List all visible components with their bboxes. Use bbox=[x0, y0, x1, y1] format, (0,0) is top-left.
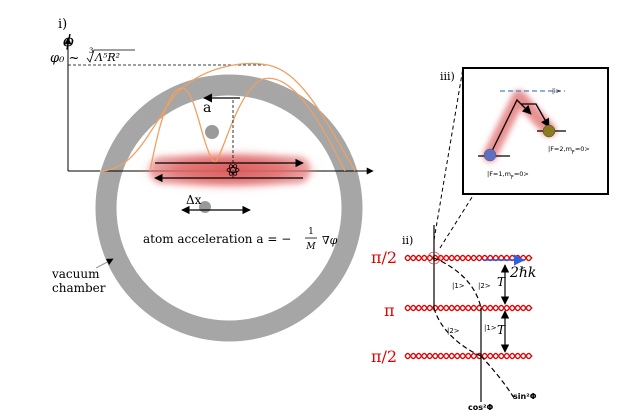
zoom-line-right bbox=[439, 193, 475, 249]
pulse-beam-middle bbox=[404, 304, 533, 312]
state-label-2-upper: |2> bbox=[478, 282, 491, 290]
fraction-denominator: M bbox=[305, 242, 316, 252]
trajectory-arm-2-lower bbox=[433, 307, 482, 357]
vacuum-chamber-label-line2: chamber bbox=[52, 281, 106, 295]
phi-axis-label: ϕ bbox=[63, 31, 74, 50]
potential-curve-inner bbox=[149, 77, 346, 172]
phi0-expression: Λ⁵R² bbox=[94, 51, 120, 64]
output-label-cos: cos²Φ bbox=[468, 403, 494, 412]
time-label-lower: T bbox=[497, 323, 506, 337]
beamsplitter-marker bbox=[427, 251, 441, 265]
atom-in-f2 bbox=[542, 124, 556, 138]
fraction-numerator: 1 bbox=[308, 227, 314, 237]
vacuum-chamber-pointer bbox=[95, 258, 114, 269]
pulse-label-last: π/2 bbox=[371, 347, 397, 366]
panel-ii-label: ii) bbox=[402, 234, 413, 247]
excited-state-label: |i> bbox=[552, 88, 561, 95]
vacuum-chamber-ring bbox=[95, 74, 363, 342]
time-label-upper: T bbox=[497, 275, 506, 289]
potential-curve-outer bbox=[99, 62, 356, 172]
state-label-1-lower: |1> bbox=[484, 324, 497, 332]
acceleration-arrow-label: a bbox=[203, 100, 211, 116]
pulse-label-middle: π bbox=[384, 301, 395, 320]
displacement-label: Δx bbox=[186, 193, 202, 207]
atom-in-f1 bbox=[483, 148, 497, 162]
ground-state-f1-label: |F=1,mF=0> bbox=[487, 170, 529, 181]
source-atom-icon bbox=[226, 164, 240, 176]
transition-arrow-down bbox=[521, 103, 550, 128]
panel-iii-box bbox=[462, 67, 609, 195]
pulse-label-first: π/2 bbox=[371, 248, 397, 267]
state-label-2-lower: |2> bbox=[447, 327, 460, 335]
panel-iii-label: iii) bbox=[440, 70, 455, 83]
atom-acceleration-text: atom acceleration a = − bbox=[143, 232, 291, 246]
phi0-radical bbox=[86, 49, 135, 63]
phi0-root-index: 3 bbox=[89, 47, 93, 55]
transition-arrow-up bbox=[489, 98, 532, 156]
zoom-line-left bbox=[433, 67, 464, 241]
output-label-sin: sin²Φ bbox=[513, 392, 537, 401]
atom-upper bbox=[205, 125, 219, 139]
pulse-beam-last bbox=[404, 352, 533, 360]
panel-i-label: i) bbox=[58, 17, 67, 32]
phi0-prefix: φ₀ ~ bbox=[50, 51, 79, 66]
state-label-1-upper: |1> bbox=[452, 282, 465, 290]
output-port-sin bbox=[480, 355, 515, 399]
momentum-kick-label: 2ℏk bbox=[509, 265, 536, 281]
trajectory-arm-2-upper bbox=[433, 257, 482, 309]
ground-state-f2-label: |F=2,mF=0> bbox=[548, 145, 590, 156]
vacuum-chamber-label-line1: vacuum bbox=[51, 267, 100, 281]
gradient-phi: ∇φ bbox=[322, 234, 338, 247]
